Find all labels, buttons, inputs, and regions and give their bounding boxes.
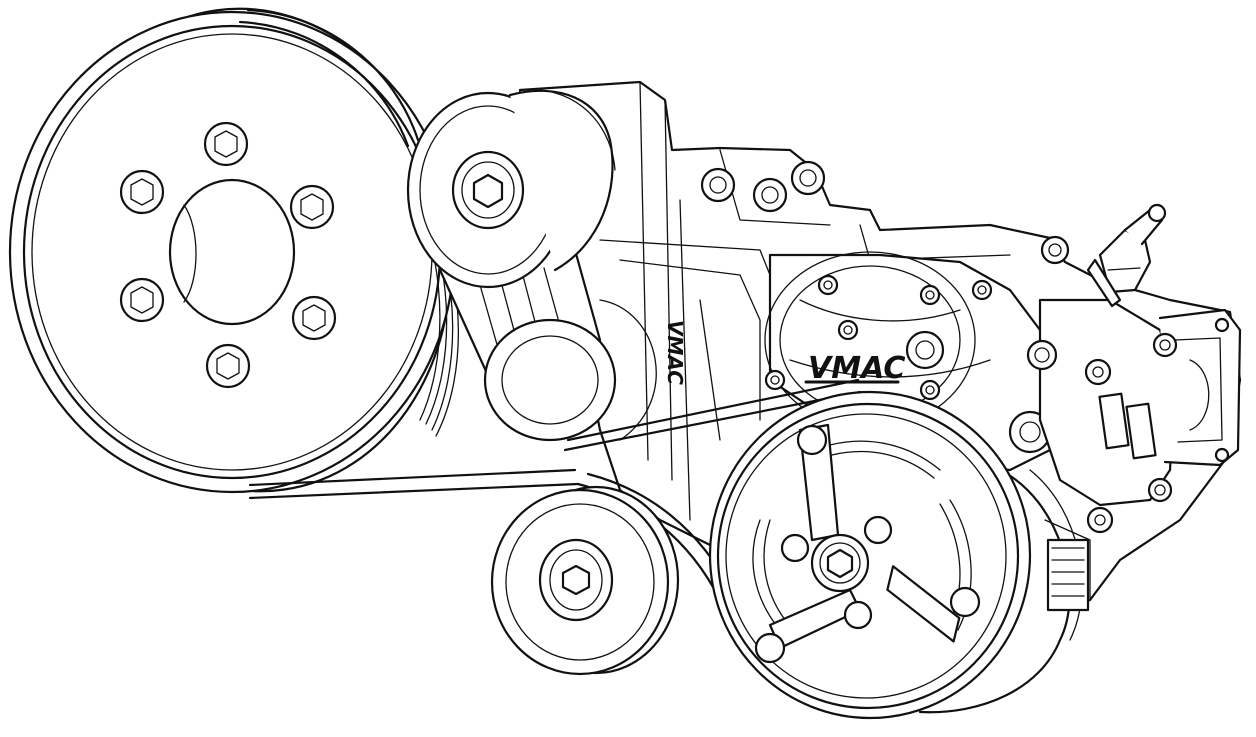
- lower-idler-pulley: [490, 485, 680, 676]
- compressor-face-bolt: [817, 274, 839, 296]
- compressor-face-bolt: [919, 284, 941, 306]
- pulley-bolt: [119, 277, 165, 323]
- manifold-bolt: [1214, 447, 1230, 463]
- bracket-side-logo: VMAC: [663, 320, 687, 385]
- compressor-clutch-pulley: [708, 390, 1091, 720]
- pulley-bolt: [205, 343, 251, 389]
- compressor-face-bolt: [971, 279, 993, 301]
- drive-belt: [238, 8, 862, 602]
- manifold-bolt: [1086, 506, 1114, 534]
- bracket-bolt: [1040, 235, 1070, 265]
- elbow-fitting: [1098, 203, 1167, 294]
- bracket-bolt: [752, 177, 788, 213]
- pulley-bolt: [289, 184, 335, 230]
- bracket-bolt: [700, 167, 736, 203]
- compressor-face-bolt: [764, 369, 786, 391]
- manifold-bolt: [1026, 339, 1058, 371]
- compressor-face-bolt: [837, 319, 859, 341]
- valve-manifold-assembly: [1026, 203, 1242, 534]
- crank-pulley: [8, 7, 459, 494]
- belt-tensioner: [406, 89, 657, 442]
- manifold-bolt: [1084, 358, 1112, 386]
- manifold-bolt: [1147, 477, 1173, 503]
- pulley-bolt: [291, 295, 337, 341]
- manifold-bolt: [1152, 332, 1178, 358]
- bracket-bolt: [790, 160, 826, 196]
- pulley-bolt: [203, 121, 249, 167]
- pulley-bolt: [119, 169, 165, 215]
- compressor-face-bolt: [919, 379, 941, 401]
- manifold-bolt: [1214, 317, 1230, 333]
- idler-stud: [905, 330, 945, 370]
